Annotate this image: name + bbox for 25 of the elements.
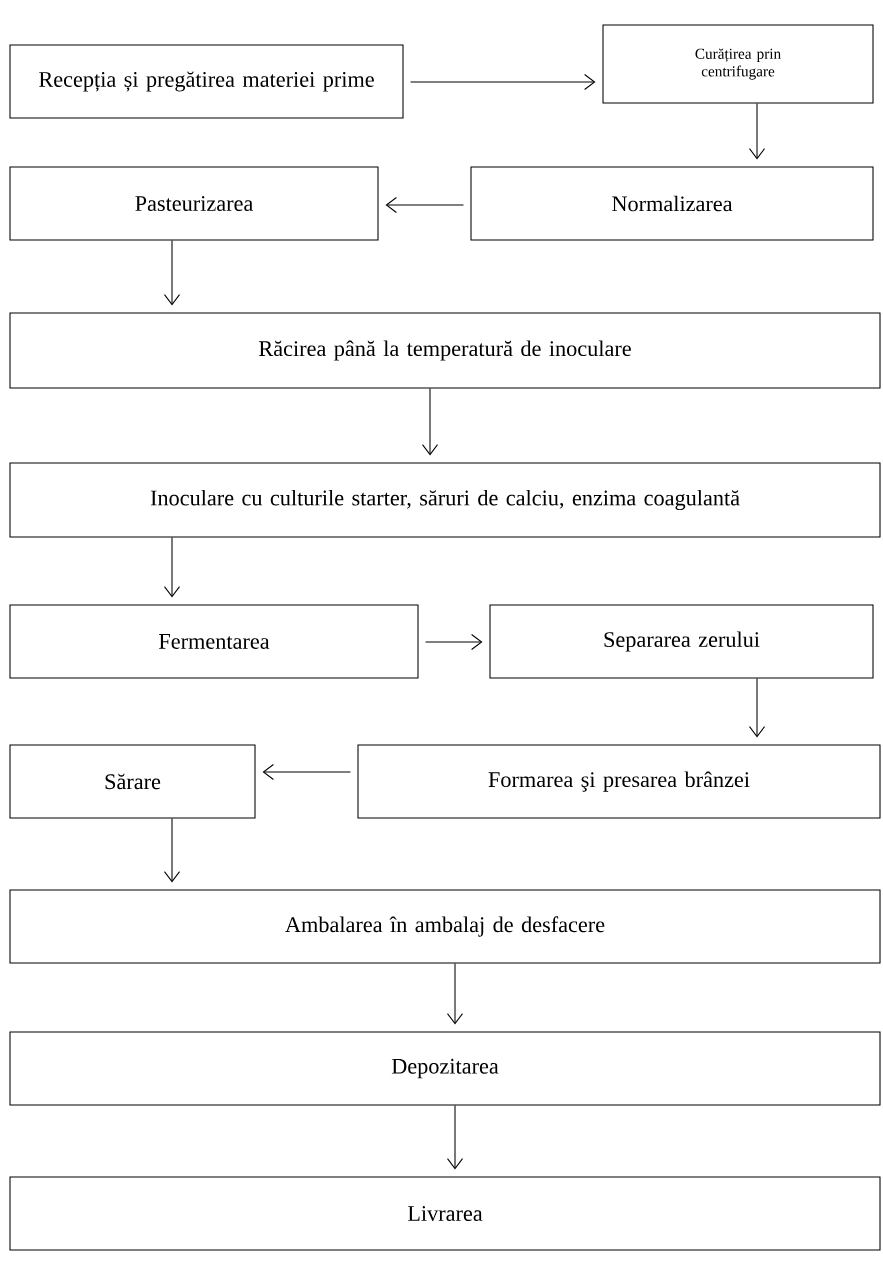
process-box: Depozitarea	[9, 1031, 881, 1106]
process-box: Răcirea până la temperatură de inoculare	[9, 312, 881, 389]
process-box: Inoculare cu culturile starter, săruri de calciu, enzima coagulantă	[9, 462, 881, 538]
process-box: Formarea şi presarea brânzei	[357, 744, 881, 819]
arrow	[749, 678, 766, 738]
arrow	[749, 103, 766, 160]
arrow	[163, 240, 181, 306]
arrow	[446, 1105, 464, 1170]
process-box: Curățirea prin centrifugare	[602, 24, 874, 104]
arrow	[425, 634, 483, 651]
process-box: Normalizarea	[470, 166, 874, 241]
process-box: Ambalarea în ambalaj de desfacere	[9, 889, 881, 964]
process-box: Pasteurizarea	[9, 166, 379, 241]
process-box: Separarea zerului	[489, 604, 874, 679]
process-box: Sărare	[9, 744, 256, 819]
process-box: Recepția și pregătirea materiei prime	[9, 44, 404, 119]
arrow	[385, 196, 464, 214]
arrow	[410, 74, 596, 91]
arrow	[262, 764, 351, 781]
arrow	[446, 963, 464, 1025]
process-box: Fermentarea	[9, 604, 419, 679]
arrow	[163, 818, 181, 883]
arrow	[163, 537, 181, 598]
arrow	[422, 388, 439, 456]
process-box: Livrarea	[9, 1176, 881, 1251]
